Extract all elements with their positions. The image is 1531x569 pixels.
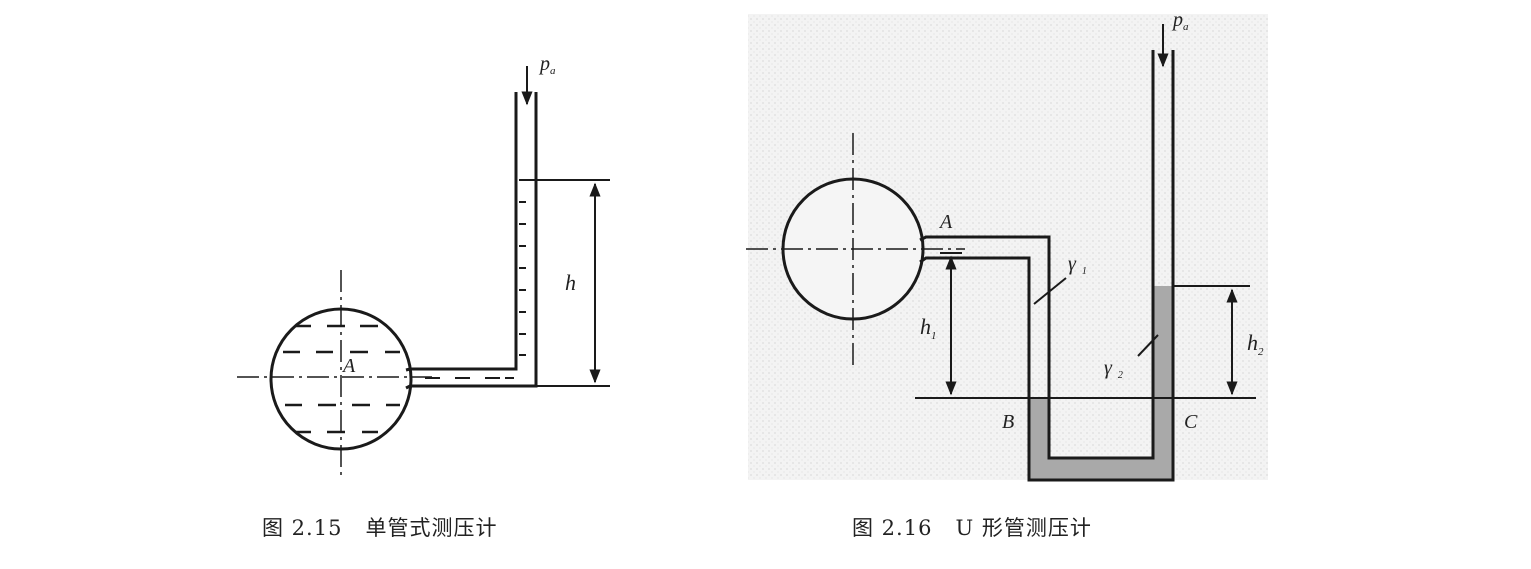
- height-reference-lines: [536, 179, 610, 387]
- fig2-pa-label: pa: [1171, 9, 1189, 33]
- fig2-point-b-label: B: [1002, 411, 1014, 433]
- liquid-dashes: [283, 324, 400, 434]
- caption-title: 单管式测压计: [365, 516, 498, 540]
- caption-title: U 形管测压计: [955, 516, 1092, 540]
- fig2-point-a-label: A: [938, 211, 953, 233]
- fig2-h1-label: h1: [920, 314, 937, 342]
- fig1-pa-label: pa: [538, 53, 556, 77]
- gamma1-leader: [1033, 277, 1067, 305]
- center-lines: [746, 133, 965, 368]
- caption-number: 图 2.15: [262, 516, 343, 540]
- fig2-point-c-label: C: [1184, 411, 1198, 433]
- tube-scale-ticks: [519, 179, 536, 356]
- fig2-h2-label: h2: [1247, 330, 1264, 358]
- gamma2-leader: [1137, 334, 1159, 357]
- fig1-h-label: h: [565, 270, 576, 295]
- u-tube: [919, 50, 1175, 482]
- figure-2-16-u-tube-manometer: [746, 14, 1268, 482]
- heavy-fluid: [1029, 286, 1173, 480]
- figure-2-15-caption: 图 2.15 单管式测压计: [262, 512, 497, 542]
- figure-2-15-single-tube-manometer: [237, 66, 610, 478]
- center-lines: [237, 270, 432, 478]
- reference-lines: [915, 252, 1256, 399]
- fig1-point-a-label: A: [341, 355, 356, 377]
- caption-number: 图 2.16: [852, 516, 933, 540]
- figure-2-16-caption: 图 2.16 U 形管测压计: [852, 512, 1092, 542]
- connecting-pipe: [405, 92, 538, 390]
